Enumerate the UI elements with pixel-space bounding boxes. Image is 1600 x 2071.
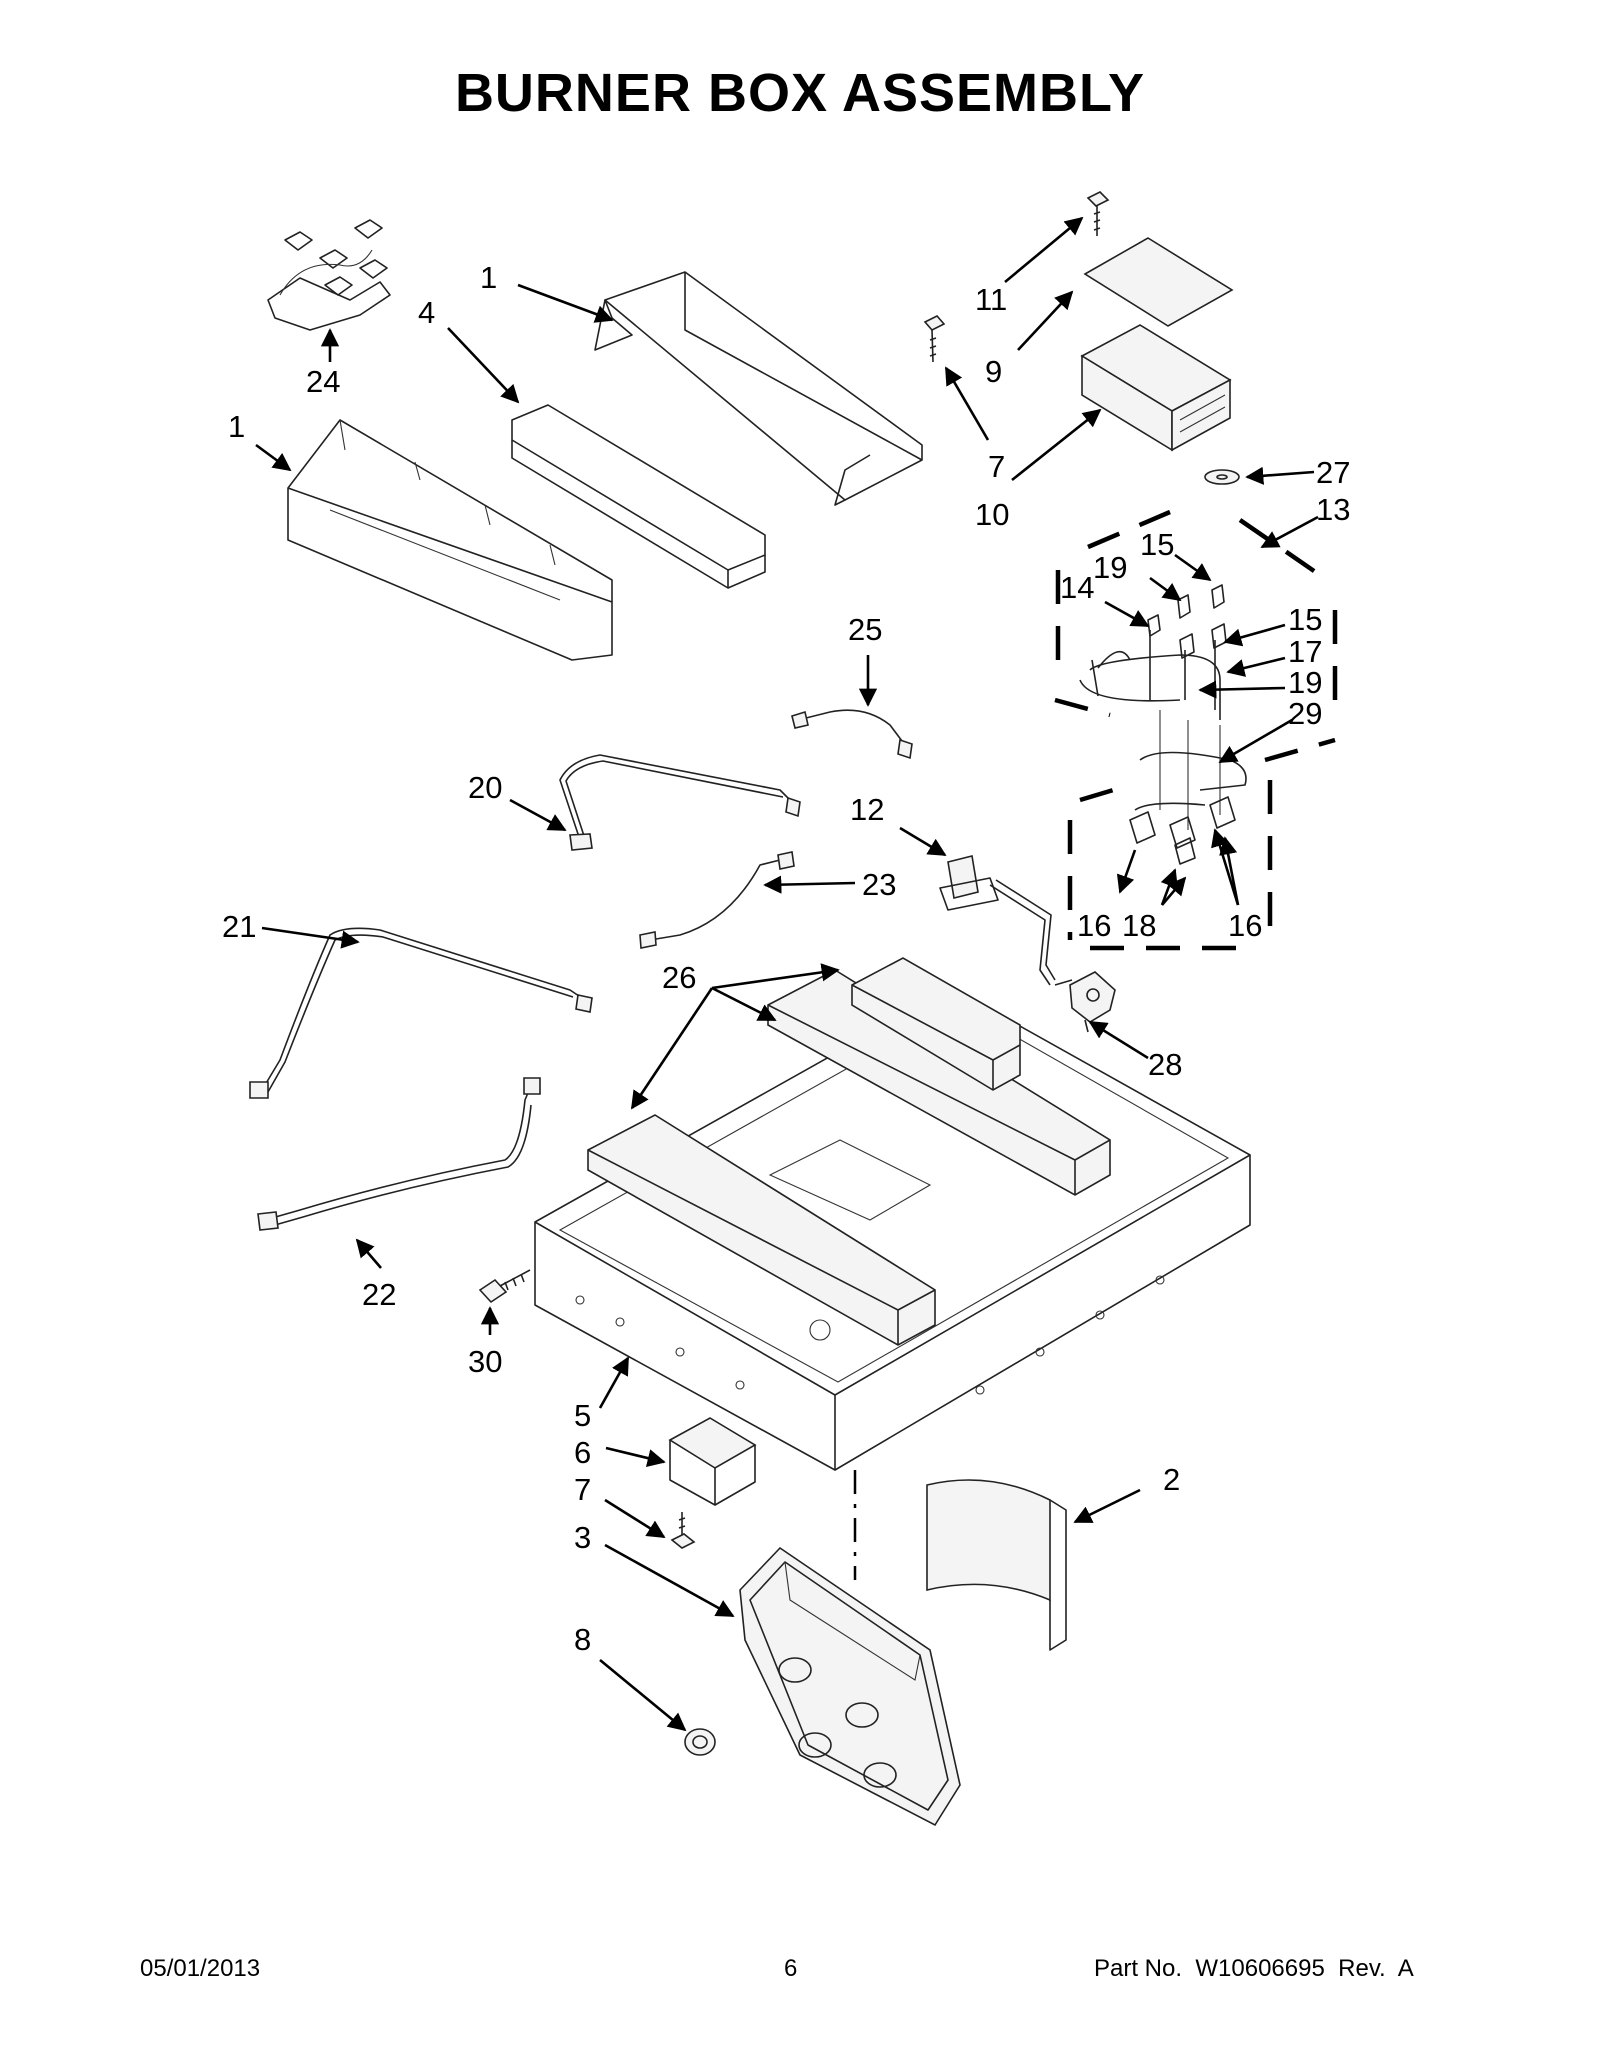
regulator-28: [1054, 971, 1116, 1033]
callout-6: 6: [574, 1435, 591, 1470]
support-channel-front: [587, 1114, 936, 1346]
callout-26: 26: [662, 960, 696, 995]
callout-22: 22: [362, 1277, 396, 1312]
callout-24: 24: [306, 364, 340, 399]
callout-13: 13: [1316, 492, 1350, 527]
callout-16-left: 16: [1077, 908, 1111, 943]
callout-20: 20: [468, 770, 502, 805]
callout-17: 17: [1288, 634, 1322, 669]
callout-11: 11: [975, 282, 1007, 317]
callout-14: 14: [1060, 570, 1094, 605]
burner-box-pan: [534, 987, 1251, 1471]
callout-2: 2: [1163, 1462, 1180, 1497]
callout-4: 4: [418, 295, 435, 330]
callout-19-top: 19: [1093, 550, 1127, 585]
callout-21: 21: [222, 909, 256, 944]
valve-12: [939, 855, 1056, 986]
callout-15-top: 15: [1140, 527, 1174, 562]
callout-3: 3: [574, 1520, 591, 1555]
callout-19-right: 19: [1288, 665, 1322, 700]
heat-shield-left: [287, 419, 613, 661]
gas-tube-21: [249, 927, 593, 1099]
callout-30: 30: [468, 1344, 502, 1379]
burner-tray: [511, 404, 766, 589]
callout-9: 9: [985, 354, 1002, 389]
callout-16-right: 16: [1228, 908, 1262, 943]
callout-27: 27: [1316, 455, 1350, 490]
callout-5: 5: [574, 1398, 591, 1433]
washer-27: [1204, 469, 1240, 485]
callout-23: 23: [862, 867, 896, 902]
screw-30: [478, 1269, 531, 1304]
burner-clip-assembly: [267, 219, 391, 331]
cover-plate: [1083, 237, 1234, 327]
page-title: BURNER BOX ASSEMBLY: [454, 63, 1146, 123]
callout-10: 10: [975, 497, 1009, 532]
gas-tube-22: [257, 1077, 541, 1231]
burner-group-boundary: [1054, 509, 1338, 951]
side-shield-2: [926, 1479, 1067, 1651]
callout-15-right: 15: [1288, 602, 1322, 637]
burner-valve-group: [1079, 584, 1247, 865]
callout-7-top: 7: [988, 449, 1005, 484]
screw-bottom: [670, 1512, 696, 1549]
screw-11: [1086, 191, 1110, 236]
callout-8: 8: [574, 1622, 591, 1657]
grommet-8: [684, 1728, 716, 1756]
footer-page-number: 6: [784, 1955, 798, 1982]
callout-1-left: 1: [228, 409, 245, 444]
gas-tube-23: [639, 851, 795, 949]
support-channel-rear: [851, 957, 1021, 1091]
callout-28: 28: [1148, 1047, 1182, 1082]
mounting-bracket-6: [668, 1417, 757, 1506]
callout-1-top: 1: [480, 260, 497, 295]
gas-tube-25: [791, 709, 913, 760]
footer-date: 05/01/2013: [140, 1955, 261, 1982]
callout-29: 29: [1288, 696, 1322, 731]
leader-lines: [255, 216, 1319, 1732]
gas-tube-20: [559, 754, 801, 851]
callout-25: 25: [848, 612, 882, 647]
callout-labels: 1 4 24 1 7 9 10 11 27 13 14 19 15 15 17 …: [222, 260, 1350, 1657]
callout-18: 18: [1122, 908, 1156, 943]
footer-part-number: Part No. W10606695 Rev. A: [1094, 1955, 1414, 1982]
screw-top: [923, 315, 946, 363]
callout-12: 12: [850, 792, 884, 827]
control-module: [1080, 324, 1232, 452]
burner-box-bottom-3: [739, 1546, 961, 1827]
callout-7-bottom: 7: [574, 1472, 591, 1507]
heat-shield-top: [594, 271, 923, 506]
